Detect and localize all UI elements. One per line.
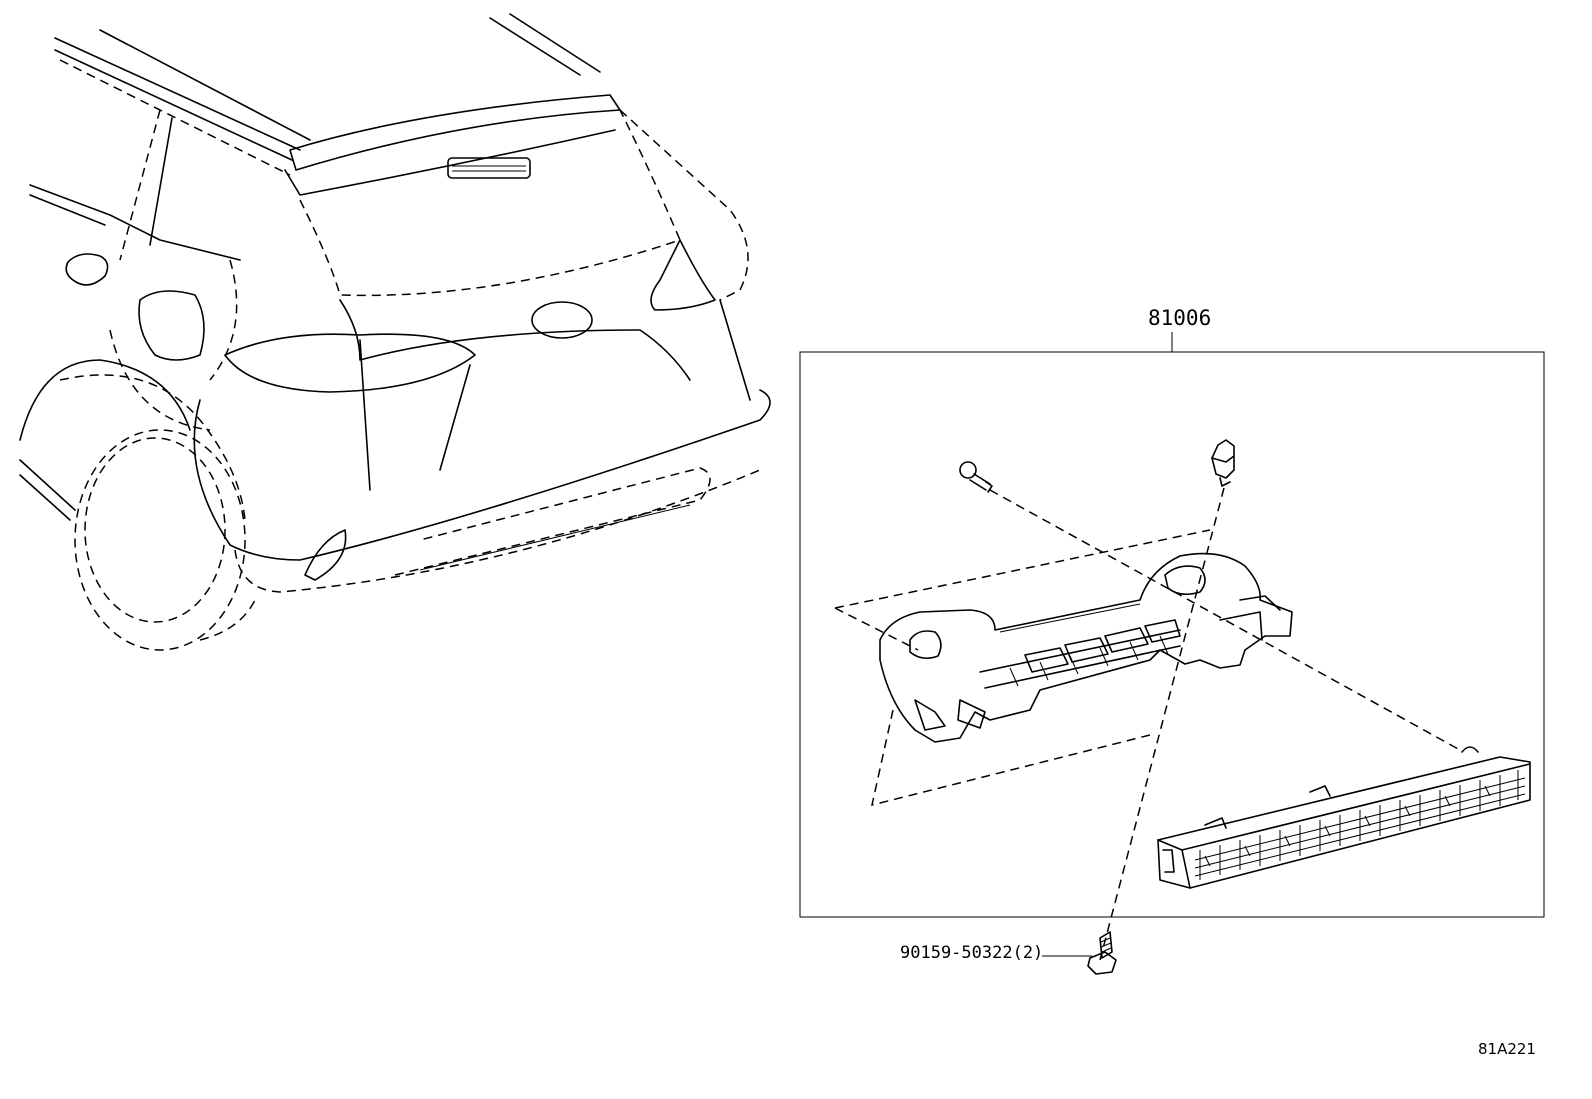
assembly-part-number: 81006 [1148,306,1212,330]
clip-icon [959,461,993,493]
screw-part-number: 90159-50322(2) [900,943,1044,963]
assembly-frame [799,332,1545,918]
suv-rear-outline-icon [19,13,771,651]
illustration-code: 81A221 [1478,1040,1536,1058]
assembly-guide-lines [834,487,1461,961]
high-mount-stop-lamp-icon [1157,746,1531,889]
lamp-bracket-icon [879,552,1293,743]
socket-connector-icon [1211,439,1235,487]
screw-icon [1087,931,1117,975]
